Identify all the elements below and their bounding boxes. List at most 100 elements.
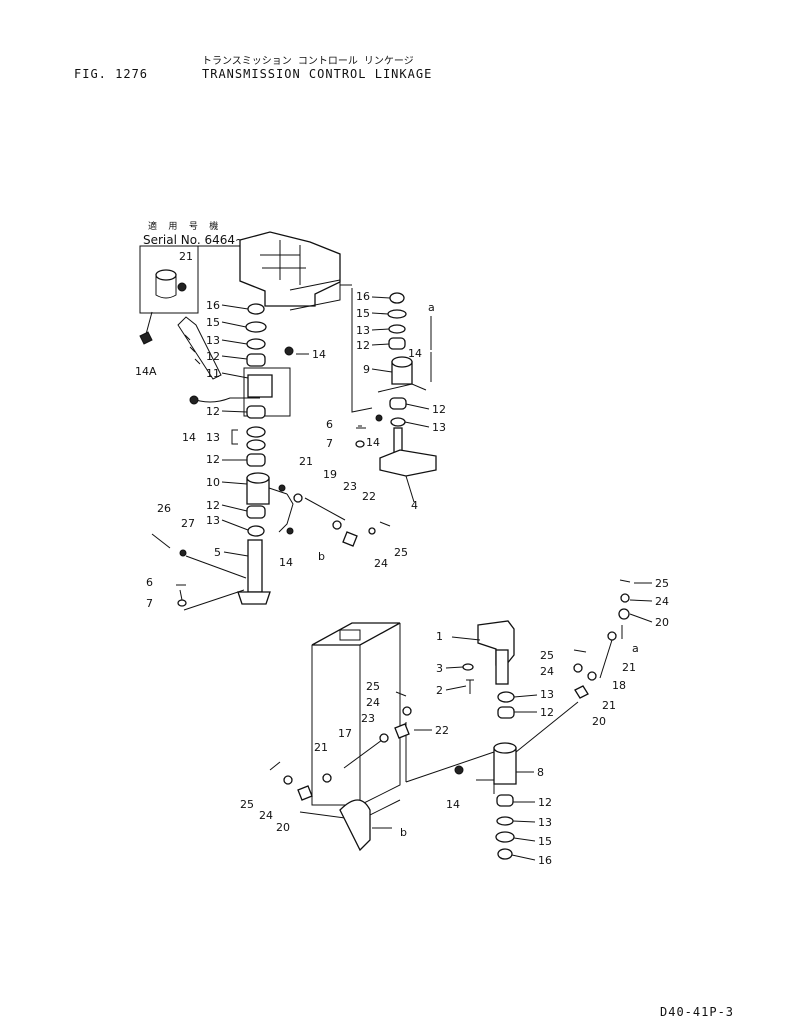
- callout: 14: [182, 431, 196, 444]
- document-code: D40-41P-3: [660, 1005, 735, 1019]
- washer-13-bottom: [496, 816, 514, 826]
- callout: 24: [366, 696, 380, 709]
- rod-end-20-mid: [574, 685, 589, 699]
- lever-9-arm: [377, 383, 427, 393]
- serial-label-japanese: 適 用 号 機: [148, 222, 222, 232]
- rod-link-upper: [278, 493, 294, 533]
- nut-27: [179, 549, 187, 557]
- grease-fitting-14A: [139, 331, 153, 345]
- bracket-4: [379, 449, 437, 477]
- shift-lever: [177, 316, 222, 380]
- callout: 21: [179, 250, 193, 263]
- bracket-1-pin: [495, 649, 509, 685]
- callout: 13: [206, 334, 220, 347]
- rod-end-22: [342, 531, 358, 547]
- nut-21-rod17: [322, 773, 332, 783]
- shaft-5: [247, 539, 263, 593]
- grease-fitting-14: [284, 346, 294, 356]
- callout: 13: [432, 421, 446, 434]
- callout-letter: b: [400, 826, 407, 839]
- callout: 16: [356, 290, 370, 303]
- callout: 25: [240, 798, 254, 811]
- callout: 13: [206, 431, 220, 444]
- callout-labels: 21 16 15 13 12 11 12 14 13 12 10 12 13 5…: [135, 250, 669, 867]
- lower-left-washer-stack: [246, 405, 266, 467]
- callout: 7: [146, 597, 153, 610]
- callout: 24: [540, 665, 554, 678]
- callout: 13: [540, 688, 554, 701]
- callout: 12: [206, 499, 220, 512]
- callout-letter: a: [428, 301, 435, 314]
- callout: 14: [408, 347, 422, 360]
- callout: 15: [538, 835, 552, 848]
- callout: 6: [326, 418, 333, 431]
- lever-11-arm: [189, 397, 260, 403]
- shaft-5-base: [237, 591, 271, 605]
- callout: 13: [356, 324, 370, 337]
- callout: 21: [602, 699, 616, 712]
- upper-right-washer-stack: [387, 292, 407, 350]
- title-english: TRANSMISSION CONTROL LINKAGE: [202, 67, 433, 81]
- callout: 25: [540, 649, 554, 662]
- shift-lever-knurl: [184, 334, 201, 365]
- callout: 23: [361, 712, 375, 725]
- leader-4: [405, 475, 415, 503]
- bracket-13: [231, 429, 238, 445]
- callout: 8: [537, 766, 544, 779]
- callout: 23: [343, 480, 357, 493]
- cotter-pin-25-mid: [573, 649, 587, 653]
- callout: 12: [206, 350, 220, 363]
- leader-right-bracket: [351, 288, 373, 413]
- callout: 24: [374, 557, 388, 570]
- upper-left-washer-stack: [245, 303, 267, 367]
- rod-end-22-rod17: [394, 723, 410, 739]
- nut-24: [368, 527, 376, 535]
- callout: 21: [314, 741, 328, 754]
- washer-3: [462, 663, 474, 671]
- callout: 3: [436, 662, 443, 675]
- callout: 12: [356, 339, 370, 352]
- bolt-26: [151, 533, 171, 549]
- callout: 15: [356, 307, 370, 320]
- callout: 4: [411, 499, 418, 512]
- callout: 13: [206, 514, 220, 527]
- callout: 5: [214, 546, 221, 559]
- serial-number-label: Serial No. 6464~: [143, 233, 246, 247]
- callout: 20: [655, 616, 669, 629]
- callout: 14A: [135, 365, 157, 378]
- callout: 13: [538, 816, 552, 829]
- nut-16-bottom: [497, 848, 513, 860]
- callout: 19: [323, 468, 337, 481]
- callout: 2: [436, 684, 443, 697]
- callout-letter: b: [318, 550, 325, 563]
- cotter-pin-25-rod18: [619, 579, 631, 583]
- callout: 15: [206, 316, 220, 329]
- nut-24-rod17: [402, 706, 412, 716]
- control-valve-detail: [260, 240, 306, 285]
- callout: 1: [436, 630, 443, 643]
- control-valve-body: [239, 231, 341, 307]
- callout: 16: [206, 299, 220, 312]
- cotter-pin-25-left: [269, 761, 281, 771]
- callout: 14: [446, 798, 460, 811]
- callout: 14: [279, 556, 293, 569]
- washer-13-lower: [497, 691, 515, 703]
- lever-8-arm: [515, 701, 579, 753]
- callout: 21: [299, 455, 313, 468]
- lever-10-lower-stack: [246, 505, 266, 537]
- rod-19: [304, 497, 346, 521]
- callout: 10: [206, 476, 220, 489]
- callout: 7: [326, 437, 333, 450]
- washer-15-bottom: [495, 831, 515, 843]
- detail-bolt: [177, 282, 187, 292]
- rod-17: [343, 739, 383, 769]
- rod-end-20-left: [297, 785, 313, 801]
- lever-10-top: [246, 472, 270, 484]
- callout: 20: [592, 715, 606, 728]
- callout: 6: [146, 576, 153, 589]
- callout: 27: [181, 517, 195, 530]
- callout: 14: [312, 348, 326, 361]
- bolt-6: [176, 584, 186, 601]
- nut-24-rod18: [620, 593, 630, 603]
